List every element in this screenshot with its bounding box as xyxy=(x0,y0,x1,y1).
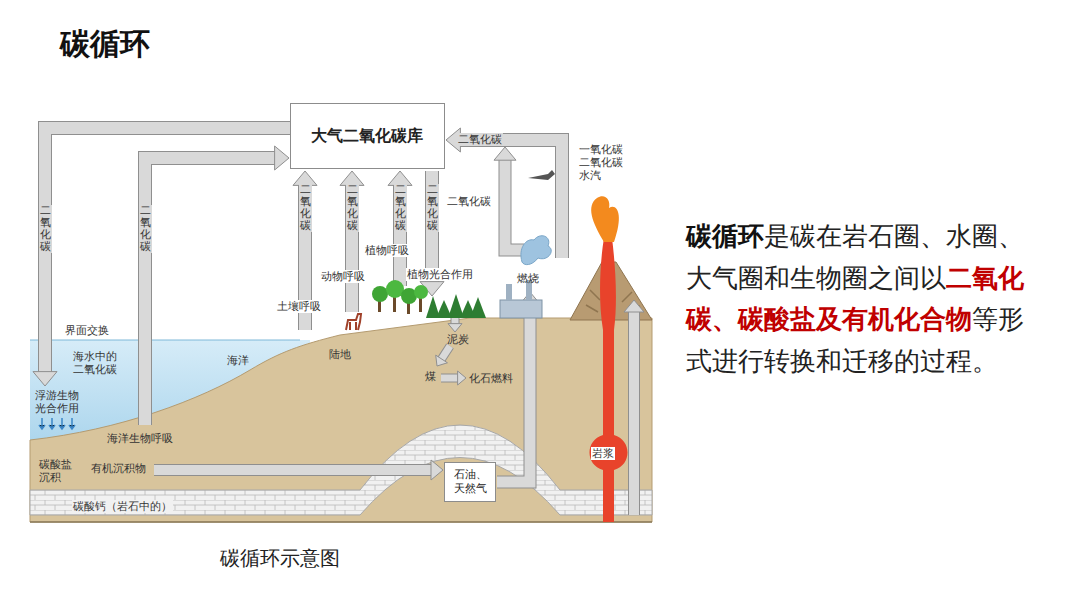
arrow-body xyxy=(394,184,406,286)
arrow-outline xyxy=(154,464,432,476)
grey-flow-arrow xyxy=(340,171,364,312)
rock-layer xyxy=(30,425,652,515)
arrow-body xyxy=(441,346,450,360)
flow-arrows xyxy=(33,128,644,515)
arrow-outline xyxy=(505,159,524,250)
box-text: 大气二氧化碳库 xyxy=(311,126,423,146)
arrow-body xyxy=(629,311,639,515)
arrow-outline xyxy=(441,374,459,383)
grey-flow-arrow xyxy=(436,346,450,366)
diagram-label: 泥炭 xyxy=(446,333,470,346)
plankton-arrows xyxy=(39,418,75,429)
arrow-head xyxy=(431,460,443,480)
reservoir-box: 大气二氧化碳库 xyxy=(290,103,445,169)
diagram-label: 界面交换 xyxy=(64,324,110,337)
grey-flow-arrow xyxy=(154,460,443,480)
factory xyxy=(500,280,542,318)
diagram-label: 碳酸钙（岩石中的） xyxy=(72,500,173,513)
arrow-head xyxy=(33,372,57,386)
eruption-plume xyxy=(591,196,619,242)
vertical-flow-label: 二氧化碳 xyxy=(394,184,407,232)
diagram-label: 海洋 xyxy=(226,354,250,367)
arrow-outline xyxy=(393,184,407,286)
figure-caption: 碳循环示意图 xyxy=(220,546,340,570)
definition-paragraph: 碳循环是碳在岩石圈、水圈、大气圈和生物圈之间以二氧化碳、碳酸盐及有机化合物等形式… xyxy=(686,216,1042,382)
grey-flow-arrow xyxy=(145,146,289,425)
grey-flow-arrow xyxy=(497,292,541,482)
vertical-flow-label: 二氧化碳 xyxy=(139,205,152,253)
diagram-label: 有机沉积物 xyxy=(90,462,147,475)
arrow-body xyxy=(346,184,358,312)
grey-flow-arrow xyxy=(448,318,462,332)
grey-flow-arrow xyxy=(441,371,466,385)
ground-base xyxy=(30,521,652,523)
arrow-body xyxy=(441,375,459,382)
arrow-outline xyxy=(345,184,359,312)
arrow-head xyxy=(436,355,448,366)
airplane xyxy=(528,170,555,180)
arrow-body xyxy=(145,158,276,425)
arrow-outline xyxy=(628,311,640,515)
grey-flow-arrow xyxy=(494,147,524,250)
sea-surface xyxy=(30,340,300,341)
diagram-label: 浮游生物 光合作用 xyxy=(34,389,82,415)
grey-flow-arrow xyxy=(33,128,290,386)
deposit-box: 石油、天然气 xyxy=(444,462,496,502)
diagram-label: 海水中的 二氧化碳 xyxy=(72,350,120,376)
grey-flow-arrow xyxy=(624,300,644,515)
land xyxy=(30,318,652,522)
vertical-flow-label: 二氧化碳 xyxy=(39,205,52,253)
arrow-head xyxy=(458,371,466,385)
diagram-label: 化石燃料 xyxy=(468,372,514,385)
slide-title: 碳循环 xyxy=(60,26,150,62)
diagram-label: 土壤呼吸 xyxy=(276,300,322,313)
arrow-outline xyxy=(441,346,450,360)
arrow-body xyxy=(426,171,438,283)
vertical-flow-label: 二氧化碳 xyxy=(346,184,359,232)
arrow-body xyxy=(505,159,524,250)
vertical-flow-label: 二氧化碳 xyxy=(299,184,312,232)
arrow-head xyxy=(448,324,462,332)
diagram-label: 燃烧 xyxy=(516,272,540,285)
arrow-body xyxy=(497,304,530,482)
arrow-outline xyxy=(145,158,276,425)
diagram-label: 二氧化碳 xyxy=(457,133,503,146)
arrow-outline xyxy=(425,171,439,283)
arrow-head xyxy=(275,146,289,170)
smoke-plume xyxy=(521,236,551,265)
deer xyxy=(346,314,361,330)
diagram-label: 海洋生物呼吸 xyxy=(106,432,174,445)
box-text: 石油、天然气 xyxy=(452,468,488,496)
diagram-label: 二氧化碳 xyxy=(446,195,492,208)
diagram-label: 动物呼吸 xyxy=(320,270,366,283)
diagram-label: 煤 xyxy=(424,370,437,383)
trees xyxy=(372,280,428,314)
diagram-label: 碳酸盐 沉积 xyxy=(38,458,75,484)
diagram-label: 陆地 xyxy=(328,348,352,361)
arrow-head xyxy=(624,300,644,312)
arrow-body xyxy=(154,465,432,475)
diagram-label: 岩浆 xyxy=(591,447,615,460)
paragraph-text: 碳循环 xyxy=(686,221,764,251)
diagram-label: 植物呼吸 xyxy=(364,244,410,257)
magma xyxy=(590,238,628,522)
diagram-label: 一氧化碳 二氧化碳 水汽 xyxy=(578,143,626,183)
arrow-outline xyxy=(497,304,530,482)
vertical-flow-label: 二氧化碳 xyxy=(426,184,439,232)
arrow-head xyxy=(494,147,516,160)
forest xyxy=(426,294,486,318)
diagram-label: 植物光合作用 xyxy=(406,268,474,281)
